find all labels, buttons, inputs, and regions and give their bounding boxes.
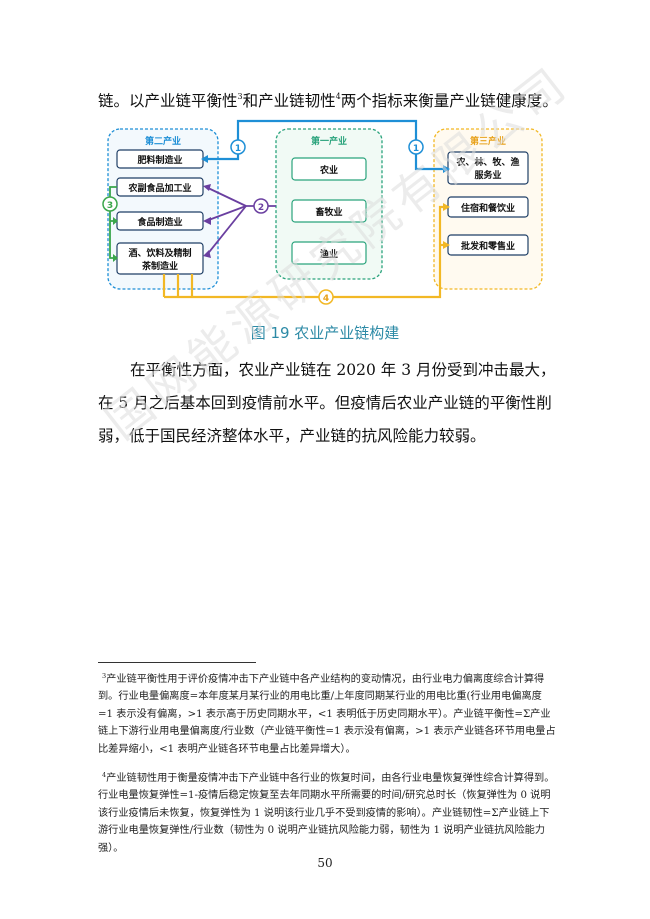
marker-1-left-label: 1	[235, 144, 241, 154]
footnote-4: 4产业链韧性用于衡量疫情冲击下产业链中各行业的恢复时间，由各行业电量恢复弹性综合…	[98, 767, 556, 857]
label-fertilizer: 肥料制造业	[137, 154, 182, 166]
label-animal-husbandry: 畜牧业	[315, 206, 342, 218]
marker-1-left	[230, 139, 246, 155]
marker-1-right	[408, 139, 424, 155]
intro-text-3: 两个指标来衡量产业链健康度。	[340, 92, 558, 110]
intro-text-2: 和产业链韧性	[242, 92, 336, 110]
label-wholesale-retail: 批发和零售业	[461, 240, 515, 252]
label-beverage-line2: 茶制造业	[141, 260, 178, 272]
green-arrow-2-icon	[113, 254, 118, 262]
footnote-3: 3产业链平衡性用于评价疫情冲击下产业链中各产业结构的变动情况，由行业电力偏离度综…	[98, 668, 556, 758]
footnote-3-mark: 3	[102, 672, 107, 680]
box-animal-husbandry	[291, 199, 367, 223]
intro-text-1: 链。以产业链平衡性	[98, 92, 238, 110]
label-agri-food-processing: 农副食品加工业	[127, 182, 191, 194]
footnote-4-mark: 4	[102, 771, 107, 779]
marker-4-label: 4	[323, 294, 329, 304]
purple-arrow-1-icon	[203, 184, 211, 191]
marker-1-right-label: 1	[413, 144, 419, 154]
primary-title: 第一产业	[311, 135, 347, 147]
box-fishery	[291, 241, 367, 265]
figure-caption: 图 19 农业产业链构建	[250, 324, 400, 342]
yellow-arrow-2-icon	[443, 241, 450, 249]
industry-chain-diagram: 第二产业 第一产业 第三产业 肥料制造业 农副食品加工业 食品制造业 酒、饮料及…	[102, 119, 543, 305]
blue-connector	[203, 119, 448, 171]
label-accommodation-catering: 住宿和餐饮业	[461, 202, 515, 214]
label-beverage-line1: 酒、饮料及精制	[128, 247, 191, 259]
body-paragraph: 在平衡性方面，农业产业链在 2020 年 3 月份受到冲击最大，在 5 月之后基…	[98, 361, 556, 445]
purple-arrow-3-icon	[203, 250, 211, 258]
marker-3-label: 3	[107, 201, 113, 211]
marker-2-label: 2	[258, 203, 264, 213]
footnote-divider	[98, 662, 256, 663]
label-fishery: 渔业	[320, 248, 338, 260]
marker-2	[253, 198, 269, 214]
blue-arrow-right-icon	[443, 165, 450, 173]
page-number: 50	[317, 856, 333, 870]
blue-arrow-left-icon	[201, 155, 208, 163]
footnote-4-text: 产业链韧性用于衡量疫情冲击下产业链中各行业的恢复时间，由各行业电量恢复弹性综合计…	[98, 773, 555, 854]
label-agri-services-line2: 服务业	[474, 169, 501, 181]
tertiary-title: 第三产业	[470, 135, 506, 147]
footnote-3-text: 产业链平衡性用于评价疫情冲击下产业链中各产业结构的变动情况，由行业电力偏离度综合…	[98, 674, 556, 755]
intro-paragraph: 链。以产业链平衡性3和产业链韧性4两个指标来衡量产业链健康度。	[98, 80, 558, 118]
footnote-ref-3[interactable]: 3	[237, 92, 243, 101]
marker-3	[102, 196, 118, 212]
yellow-arrow-1-icon	[443, 203, 450, 211]
secondary-title: 第二产业	[145, 135, 181, 147]
purple-arrow-2-icon	[203, 217, 211, 225]
marker-4	[318, 289, 334, 305]
footnote-ref-4[interactable]: 4	[335, 92, 341, 101]
label-agriculture: 农业	[319, 164, 338, 176]
label-food-manufacturing: 食品制造业	[136, 216, 182, 228]
label-agri-services-line1: 农、林、牧、渔	[455, 156, 519, 168]
green-arrow-1-icon	[113, 217, 118, 225]
box-agriculture	[291, 157, 367, 181]
